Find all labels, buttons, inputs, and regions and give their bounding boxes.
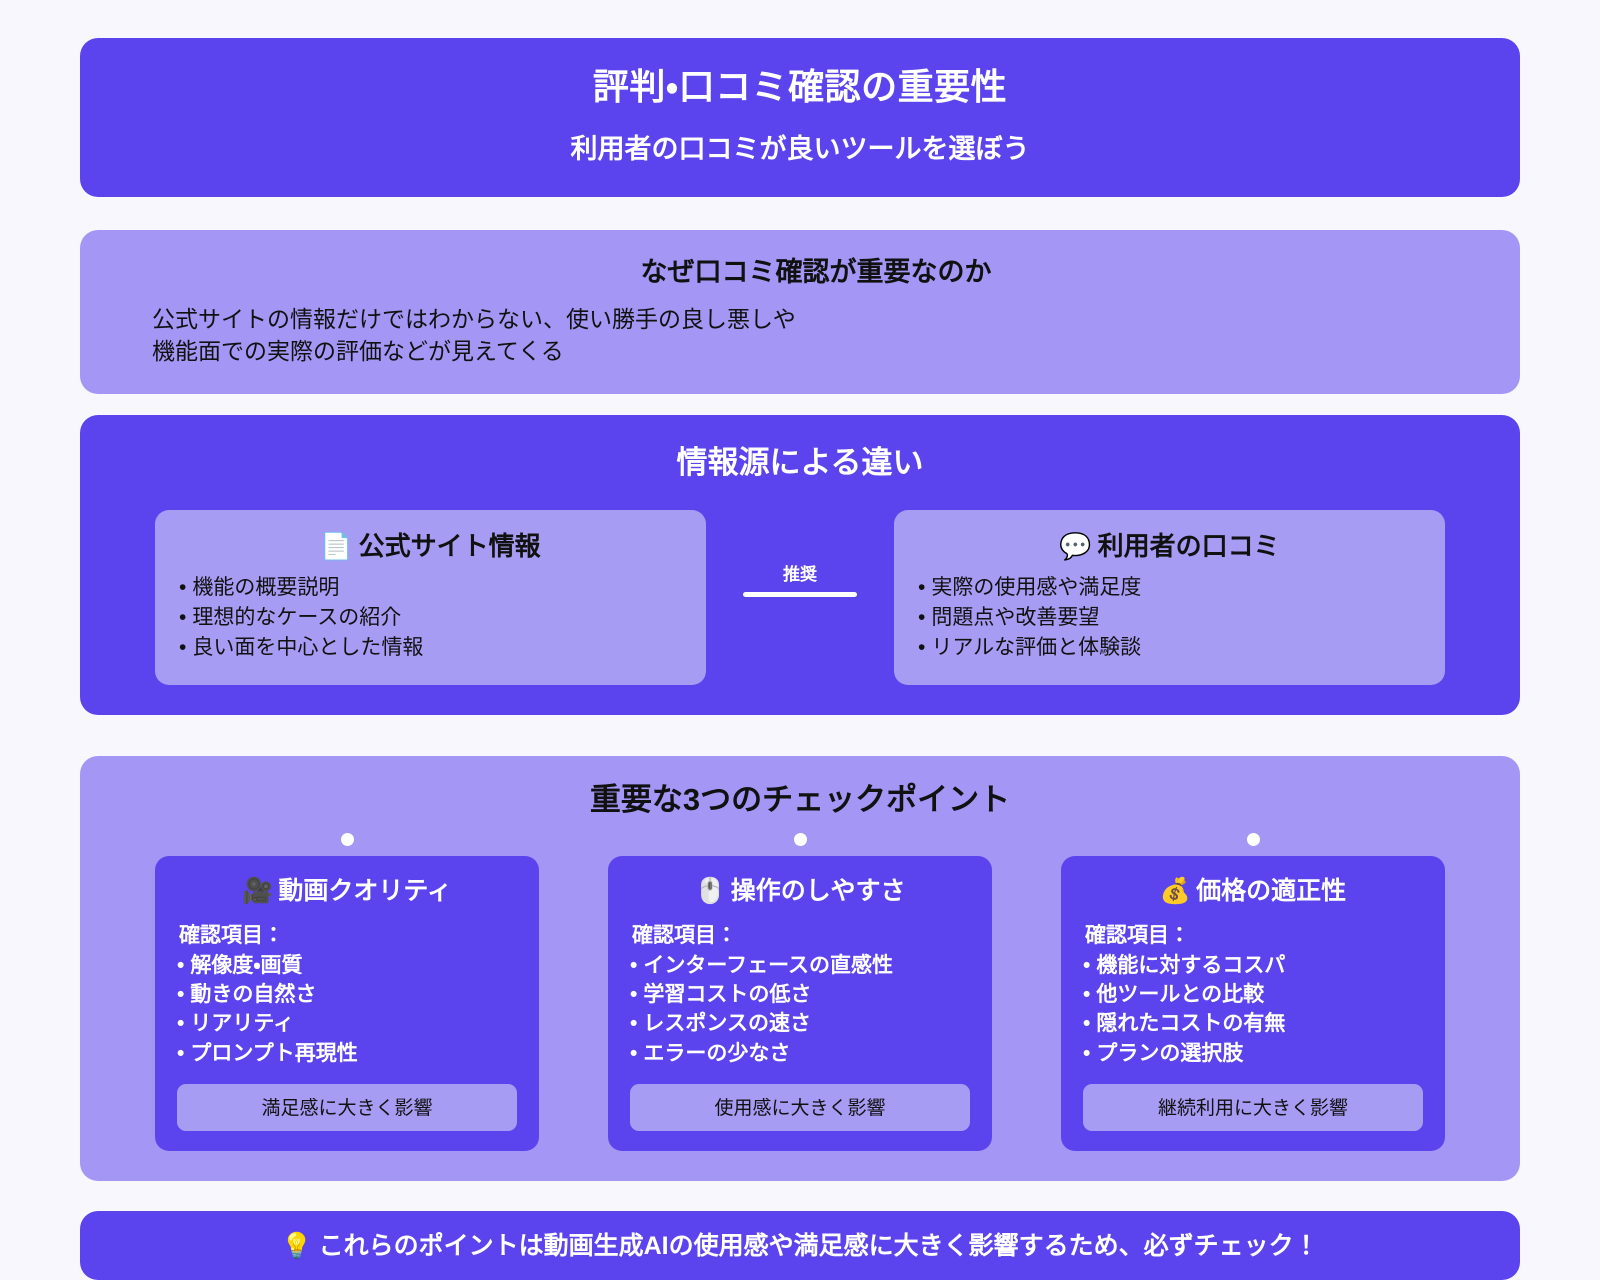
why-body-line-1: 公式サイトの情報だけではわからない、使い勝手の良し悪しや [152,305,796,332]
page-subtitle: 利用者の口コミが良いツールを選ぼう [570,134,1030,164]
checkpoint-card-usability-title-text: 操作のしやすさ [730,876,906,905]
why-section: なぜ口コミ確認が重要なのか 公式サイトの情報だけではわからない、使い勝手の良し悪… [80,229,1520,395]
checkpoint-card-usability-badge: 使用感に大きく影響 [630,1084,970,1132]
list-item: リアルな評価と体験談 [918,633,1421,663]
source-card-reviews-list: 実際の使用感や満足度 問題点や改善要望 リアルな評価と体験談 [918,573,1421,662]
recommendation-connector-line [743,592,857,598]
list-item: 良い面を中心とした情報 [179,633,682,663]
checkpoints-card-row: 🎥動画クオリティ 確認項目： 解像度・画質 動きの自然さ リアリティ プロンプト… [155,855,1445,1152]
computer-mouse-icon: 🖱️ [694,876,726,905]
checkpoint-card-video-quality-badge: 満足感に大きく影響 [177,1084,517,1132]
sources-comparison-row: 📄公式サイト情報 機能の概要説明 理想的なケースの紹介 良い面を中心とした情報 … [155,510,1445,685]
speech-balloon-icon: 💬 [1059,531,1092,562]
checkpoint-card-video-quality-title: 🎥動画クオリティ [177,871,517,907]
list-item: 問題点や改善要望 [918,603,1421,633]
checkpoint-card-pricing-title-text: 価格の適正性 [1196,876,1347,905]
dot-cell [1061,832,1445,846]
checkpoint-card-video-quality: 🎥動画クオリティ 確認項目： 解像度・画質 動きの自然さ リアリティ プロンプト… [155,855,539,1152]
page-title: 評判・口コミ確認の重要性 [592,66,1008,107]
checkpoint-items-label: 確認項目： [179,923,284,947]
list-item: リアリティ [177,1009,517,1038]
checkpoint-card-usability-title: 🖱️操作のしやすさ [630,871,970,907]
checkpoints-section: 重要な3つのチェックポイント 🎥動画クオリティ 確認項目： 解像度・画質 動きの… [80,755,1520,1182]
footer-banner: 💡これらのポイントは動画生成AIの使用感や満足感に大きく影響するため、必ずチェッ… [80,1211,1520,1280]
hero-banner: 評判・口コミ確認の重要性 利用者の口コミが良いツールを選ぼう [80,38,1520,197]
list-item: プランの選択肢 [1083,1039,1423,1068]
recommendation-connector: 推奨 [720,510,880,598]
movie-camera-icon: 🎥 [242,876,274,905]
list-item: 機能の概要説明 [179,573,682,603]
checkpoint-card-video-quality-title-text: 動画クオリティ [278,876,452,905]
list-item: プロンプト再現性 [177,1039,517,1068]
source-card-official-title: 📄公式サイト情報 [179,526,682,563]
source-card-reviews: 💬利用者の口コミ 実際の使用感や満足度 問題点や改善要望 リアルな評価と体験談 [894,510,1445,685]
list-item: 解像度・画質 [177,951,517,980]
document-icon: 📄 [320,531,353,562]
dot-cell [155,832,539,846]
checkpoint-card-video-quality-list: 解像度・画質 動きの自然さ リアリティ プロンプト再現性 [177,951,517,1069]
source-card-reviews-title-text: 利用者の口コミ [1097,531,1280,562]
footer-banner-text: 💡これらのポイントは動画生成AIの使用感や満足感に大きく影響するため、必ずチェッ… [281,1232,1318,1260]
list-item: エラーの少なさ [630,1039,970,1068]
source-card-official-title-text: 公式サイト情報 [358,531,541,562]
list-item: インターフェースの直感性 [630,951,970,980]
list-item: 動きの自然さ [177,980,517,1009]
why-section-body: 公式サイトの情報だけではわからない、使い勝手の良し悪しや 機能面での実際の評価な… [152,303,1480,368]
sources-section-title: 情報源による違い [676,445,924,481]
money-bag-icon: 💰 [1159,876,1192,905]
checkpoint-items-label: 確認項目： [1085,923,1190,947]
list-item: 理想的なケースの紹介 [179,603,682,633]
list-item: 学習コストの低さ [630,980,970,1009]
footer-banner-message: これらのポイントは動画生成AIの使用感や満足感に大きく影響するため、必ずチェック… [318,1232,1319,1261]
source-card-official-list: 機能の概要説明 理想的なケースの紹介 良い面を中心とした情報 [179,573,682,662]
list-item: レスポンスの速さ [630,1009,970,1038]
checkpoint-card-pricing-list: 機能に対するコスパ 他ツールとの比較 隠れたコストの有無 プランの選択肢 [1083,951,1423,1069]
checkpoint-card-pricing-title: 💰価格の適正性 [1083,871,1423,907]
checkpoint-card-usability: 🖱️操作のしやすさ 確認項目： インターフェースの直感性 学習コストの低さ レス… [608,855,992,1152]
dot-cell [608,832,992,846]
checkpoint-card-usability-list: インターフェースの直感性 学習コストの低さ レスポンスの速さ エラーの少なさ [630,951,970,1069]
source-card-reviews-title: 💬利用者の口コミ [918,526,1421,563]
why-body-line-2: 機能面での実際の評価などが見えてくる [152,338,564,365]
infographic-page: 評判・口コミ確認の重要性 利用者の口コミが良いツールを選ぼう なぜ口コミ確認が重… [0,0,1600,1200]
checkpoint-card-pricing-badge: 継続利用に大きく影響 [1083,1084,1423,1132]
why-section-title: なぜ口コミ確認が重要なのか [640,256,992,287]
sources-section: 情報源による違い 📄公式サイト情報 機能の概要説明 理想的なケースの紹介 良い面… [80,415,1520,715]
connector-dot-icon [793,832,807,846]
list-item: 他ツールとの比較 [1083,980,1423,1009]
list-item: 実際の使用感や満足度 [918,573,1421,603]
checkpoints-section-title: 重要な3つのチェックポイント [589,781,1011,817]
checkpoint-items-label: 確認項目： [632,923,737,947]
recommendation-connector-label: 推奨 [783,565,817,585]
checkpoints-connector-dots [155,819,1445,856]
checkpoint-card-pricing: 💰価格の適正性 確認項目： 機能に対するコスパ 他ツールとの比較 隠れたコストの… [1061,855,1445,1152]
list-item: 機能に対するコスパ [1083,951,1423,980]
connector-dot-icon [340,832,354,846]
list-item: 隠れたコストの有無 [1083,1009,1423,1038]
connector-dot-icon [1246,832,1260,846]
lightbulb-icon: 💡 [281,1232,313,1261]
source-card-official: 📄公式サイト情報 機能の概要説明 理想的なケースの紹介 良い面を中心とした情報 [155,510,706,685]
